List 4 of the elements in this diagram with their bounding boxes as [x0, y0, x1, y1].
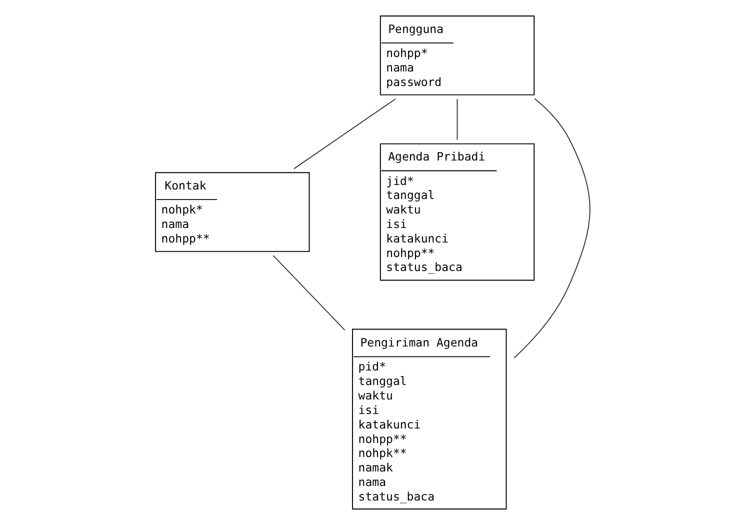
- connector: [513, 98, 590, 358]
- connector: [272, 255, 345, 331]
- connector: [293, 98, 396, 170]
- connector: [456, 98, 458, 140]
